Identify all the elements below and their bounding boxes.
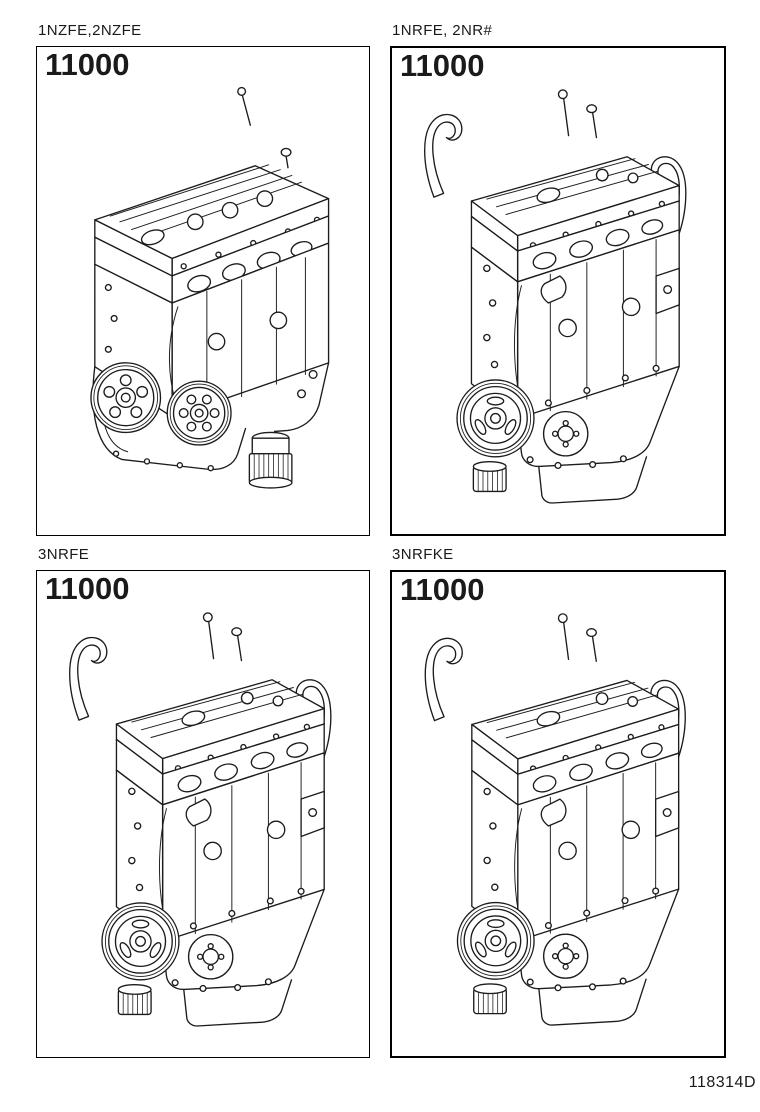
diagram-panel-3: 3NRFE 11000 — [36, 546, 370, 1058]
diagram-frame: 11000 — [390, 570, 726, 1058]
diagram-frame: 11000 — [36, 46, 370, 536]
engine-code-label: 3NRFE — [38, 546, 90, 563]
engine-illustration-nz — [39, 75, 367, 529]
diagram-frame: 11000 — [390, 46, 726, 536]
part-number-callout: 11000 — [400, 48, 485, 83]
part-number-callout: 11000 — [400, 572, 485, 607]
diagram-panel-1: 1NZFE,2NZFE 11000 — [36, 22, 370, 536]
engine-illustration-nr — [394, 600, 722, 1050]
part-number-callout: 11000 — [45, 47, 130, 82]
diagram-code: 118314D — [688, 1074, 756, 1091]
part-number-callout: 11000 — [45, 571, 130, 606]
engine-code-label: 3NRFKE — [392, 546, 454, 563]
diagram-panel-4: 3NRFKE 11000 — [390, 546, 726, 1058]
engine-code-label: 1NRFE, 2NR# — [392, 22, 493, 39]
engine-illustration-nr — [394, 76, 722, 528]
diagram-frame: 11000 — [36, 570, 370, 1058]
engine-code-label: 1NZFE,2NZFE — [38, 22, 142, 39]
diagram-panel-2: 1NRFE, 2NR# 11000 — [390, 22, 726, 536]
engine-illustration-nr — [39, 599, 367, 1051]
